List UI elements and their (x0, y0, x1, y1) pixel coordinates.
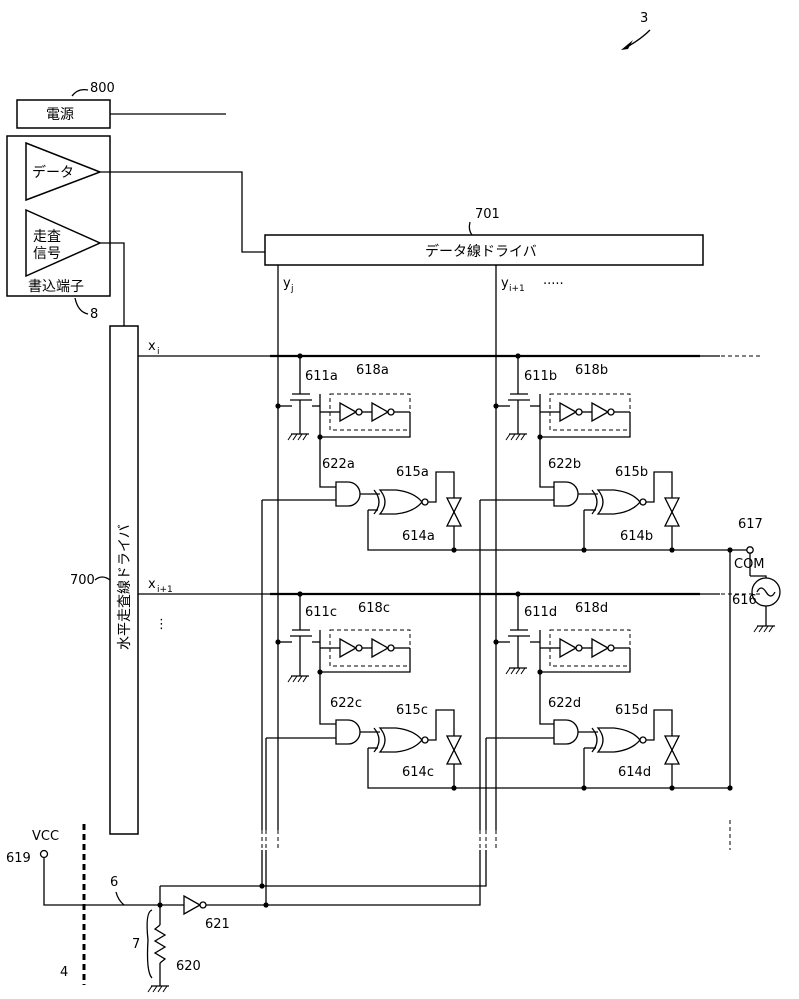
power-supply-block: 電源 800 (17, 81, 226, 128)
cell-c-xor: 615c (396, 703, 428, 718)
data-line-yj1-sub: i+1 (509, 284, 525, 294)
data-line-driver-ref: 701 (475, 207, 500, 222)
cell-d-and: 622d (548, 696, 581, 711)
supply-section (41, 824, 487, 992)
cell-b-buffer: 618b (575, 363, 608, 378)
pixel-cell-b (480, 353, 679, 830)
write-terminal-block: データ 走査 信号 書込端子 8 (7, 136, 110, 322)
scan-amp-label-1: 走査 (33, 229, 61, 245)
data-amp-label: データ (32, 164, 74, 181)
ac-source-ref: 616 (732, 593, 757, 608)
data-line-driver: データ線ドライバ 701 (265, 207, 703, 265)
scan-amp-label-2: 信号 (33, 246, 61, 262)
cell-c-tft: 611c (305, 605, 337, 620)
common-electrode (660, 547, 780, 850)
cell-d-switch: 614d (618, 765, 651, 780)
cell-d-buffer: 618d (575, 601, 608, 616)
cell-b-tft: 611b (524, 369, 557, 384)
data-line-yj1-label: y (501, 276, 509, 291)
cell-a-tft: 611a (305, 369, 338, 384)
figure-number: 3 (640, 11, 648, 26)
vcc-terminal-icon (41, 851, 48, 858)
cell-c-switch: 614c (402, 765, 434, 780)
horizontal-scan-driver: 水平走査線ドライバ 700 (70, 326, 138, 834)
resistor-ref: 620 (176, 959, 201, 974)
scan-driver-label: 水平走査線ドライバ (117, 524, 133, 650)
data-line-yj-sub: j (290, 284, 294, 294)
supply-line-ref: 6 (110, 875, 118, 890)
scan-line-xi1-sub: i+1 (157, 585, 173, 595)
boundary-ref: 4 (60, 965, 68, 980)
power-supply-ref: 800 (90, 81, 115, 96)
vcc-ref: 619 (6, 851, 31, 866)
cell-c-buffer: 618c (358, 601, 390, 616)
cell-b-and: 622b (548, 457, 581, 472)
cell-a-and: 622a (322, 457, 355, 472)
scan-driver-ellipsis: ⋮ (155, 617, 168, 632)
write-terminal-ref: 8 (90, 307, 98, 322)
data-driver-ellipsis: ····· (543, 277, 564, 292)
com-terminal-ref: 617 (738, 517, 763, 532)
data-line-driver-label: データ線ドライバ (425, 243, 537, 260)
cell-c-and: 622c (330, 696, 362, 711)
cell-a-xor: 615a (396, 465, 429, 480)
scan-line-xi-sub: i (157, 347, 160, 357)
vcc-label: VCC (32, 829, 59, 844)
inverter-ref: 621 (205, 917, 230, 932)
power-supply-label: 電源 (46, 107, 74, 123)
cell-d-tft: 611d (524, 605, 557, 620)
data-line-yj-label: y (283, 276, 291, 291)
scan-driver-ref: 700 (70, 573, 95, 588)
cell-a-switch: 614a (402, 529, 435, 544)
cell-d-xor: 615d (615, 703, 648, 718)
cell-b-xor: 615b (615, 465, 648, 480)
pixel-cell-d (486, 591, 679, 830)
cell-a-buffer: 618a (356, 363, 389, 378)
scan-line-xi-label: x (148, 339, 156, 354)
cell-b-switch: 614b (620, 529, 653, 544)
resistor-group-ref: 7 (132, 937, 140, 952)
com-terminal-label: COM (734, 557, 765, 572)
write-terminal-label: 書込端子 (28, 279, 84, 295)
scan-line-xi1-label: x (148, 577, 156, 592)
